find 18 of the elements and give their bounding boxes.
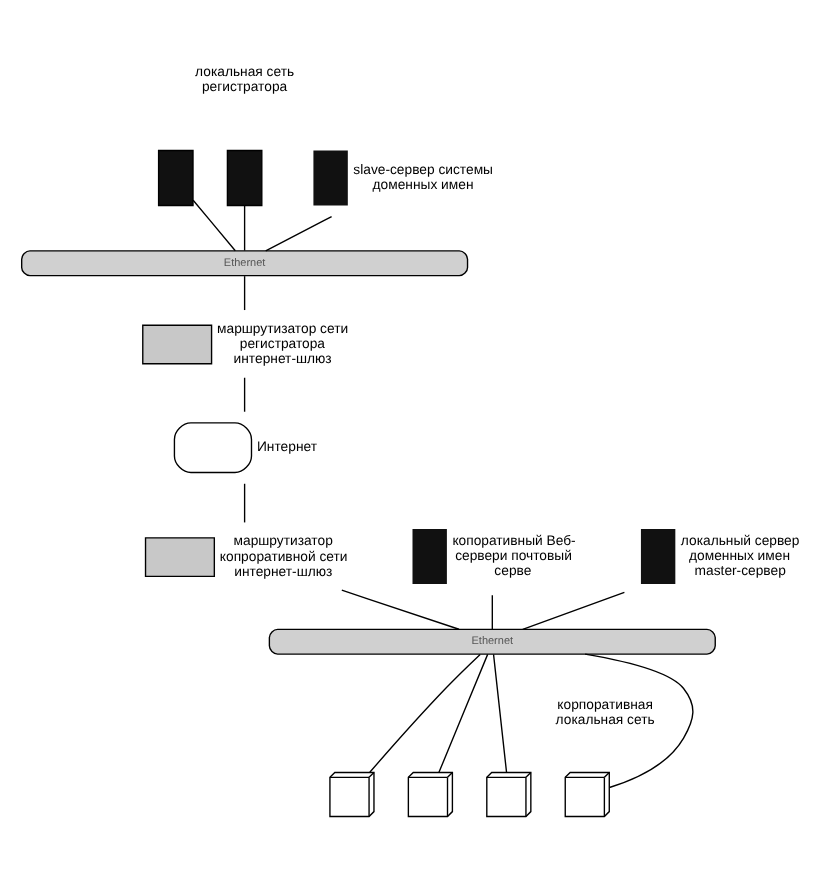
- connector: [584, 653, 694, 789]
- node-server: [157, 149, 194, 207]
- node-server: [226, 149, 263, 207]
- connector: [192, 199, 236, 252]
- connector: [243, 205, 246, 252]
- connector: [243, 275, 246, 311]
- connector: [243, 377, 246, 413]
- connector: [243, 483, 246, 524]
- node-server: [412, 528, 447, 584]
- connector: [438, 653, 489, 773]
- connector: [491, 594, 493, 630]
- connector: [265, 215, 333, 252]
- connector: [369, 653, 481, 773]
- connector: [492, 653, 508, 773]
- node-server: [640, 528, 676, 584]
- connector: [341, 589, 460, 630]
- connector: [522, 591, 626, 630]
- node-server: [313, 150, 348, 206]
